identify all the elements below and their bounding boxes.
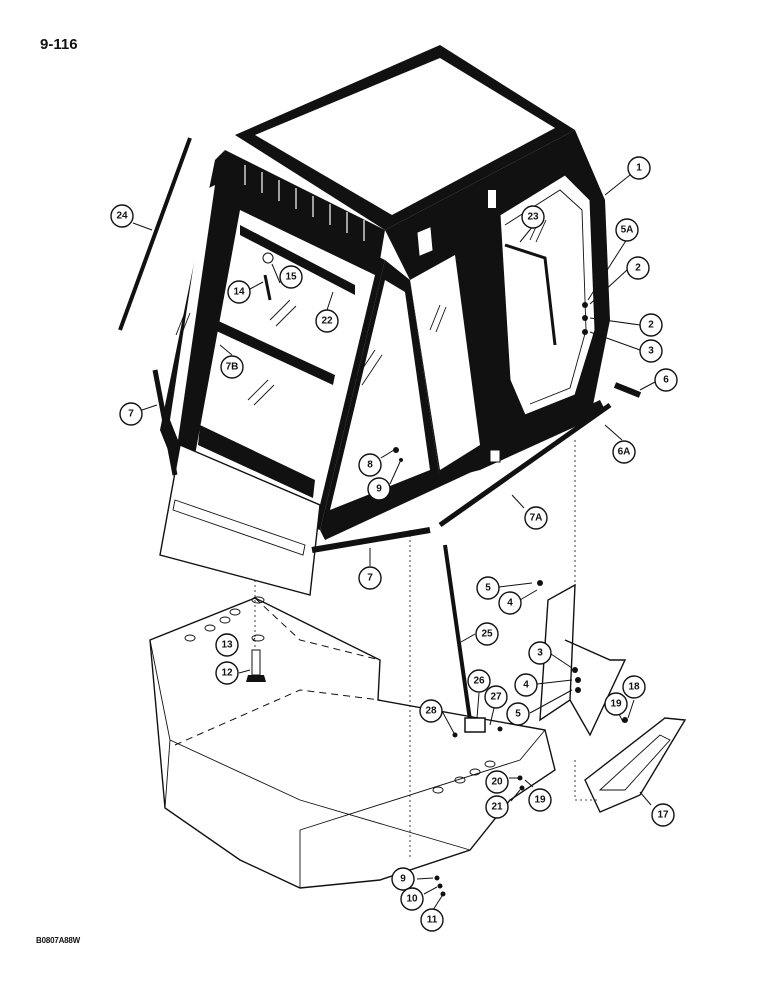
callout-label: 12 bbox=[221, 668, 233, 679]
callout-label: 25 bbox=[481, 629, 493, 640]
callout-label: 4 bbox=[523, 680, 529, 691]
callout-label: 26 bbox=[473, 676, 485, 687]
callout-label: 3 bbox=[537, 648, 543, 659]
callout-2-upper: 2 bbox=[626, 256, 650, 280]
callout-label: 4 bbox=[507, 598, 513, 609]
callout-13: 13 bbox=[215, 633, 239, 657]
callout-label: 19 bbox=[610, 699, 622, 710]
callout-5-lower: 5 bbox=[506, 702, 530, 726]
callout-label: 5 bbox=[515, 709, 521, 720]
callout-22: 22 bbox=[315, 309, 339, 333]
callout-label: 7A bbox=[530, 513, 543, 524]
callout-6: 6 bbox=[654, 368, 678, 392]
callout-label: 6A bbox=[618, 447, 631, 458]
callout-17: 17 bbox=[651, 803, 675, 827]
callout-10: 10 bbox=[400, 887, 424, 911]
callout-4-upper: 4 bbox=[498, 591, 522, 615]
callout-group: 1 24 23 5A 2 2 3 6 6A 15 14 22 7B 7 8 9 … bbox=[110, 156, 678, 932]
floor-plate bbox=[149, 597, 556, 889]
callout-12: 12 bbox=[215, 661, 239, 685]
callout-label: 14 bbox=[233, 287, 245, 298]
loose-parts bbox=[118, 137, 642, 897]
callout-label: 6 bbox=[663, 375, 669, 386]
callout-18: 18 bbox=[622, 675, 646, 699]
callout-label: 17 bbox=[657, 810, 669, 821]
callout-26: 26 bbox=[467, 669, 491, 693]
callout-label: 19 bbox=[534, 795, 546, 806]
callout-label: 9 bbox=[376, 484, 382, 495]
callout-9-upper: 9 bbox=[367, 477, 391, 501]
callout-label: 7 bbox=[128, 409, 134, 420]
callout-7A: 7A bbox=[524, 506, 548, 530]
callout-label: 22 bbox=[321, 316, 333, 327]
callout-1: 1 bbox=[627, 156, 651, 180]
callout-label: 23 bbox=[527, 212, 539, 223]
callout-label: 5A bbox=[621, 225, 634, 236]
callout-24: 24 bbox=[110, 204, 134, 228]
callout-label: 20 bbox=[491, 777, 503, 788]
callout-label: 9 bbox=[400, 874, 406, 885]
callout-20: 20 bbox=[485, 770, 509, 794]
callout-label: 11 bbox=[427, 915, 438, 926]
callout-21: 21 bbox=[485, 795, 509, 819]
callout-label: 28 bbox=[425, 706, 437, 717]
callout-label: 21 bbox=[491, 802, 503, 813]
callout-label: 1 bbox=[636, 163, 642, 174]
callout-19-upper: 19 bbox=[604, 692, 628, 716]
callout-label: 5 bbox=[485, 583, 491, 594]
callout-6A: 6A bbox=[612, 440, 636, 464]
callout-3-upper: 3 bbox=[639, 339, 663, 363]
callout-label: 15 bbox=[285, 272, 297, 283]
callout-label: 10 bbox=[406, 894, 418, 905]
callout-label: 18 bbox=[628, 682, 640, 693]
callout-23: 23 bbox=[521, 205, 545, 229]
callout-4-lower: 4 bbox=[514, 673, 538, 697]
callout-label: 3 bbox=[648, 346, 654, 357]
callout-11: 11 bbox=[420, 908, 444, 932]
callout-15: 15 bbox=[279, 265, 303, 289]
callout-3-lower: 3 bbox=[528, 641, 552, 665]
callout-25: 25 bbox=[475, 622, 499, 646]
callout-label: 2 bbox=[648, 320, 654, 331]
callout-27: 27 bbox=[484, 685, 508, 709]
callout-14: 14 bbox=[227, 280, 251, 304]
page-number: 9-116 bbox=[40, 36, 78, 53]
callout-8: 8 bbox=[358, 453, 382, 477]
callout-5-upper: 5 bbox=[476, 576, 500, 600]
figure-code: B0807A88W bbox=[36, 936, 81, 945]
callout-9-lower: 9 bbox=[391, 867, 415, 891]
callout-label: 2 bbox=[635, 263, 641, 274]
callout-7-left: 7 bbox=[119, 402, 143, 426]
callout-label: 13 bbox=[221, 640, 233, 651]
callout-label: 7 bbox=[367, 573, 373, 584]
callout-label: 7B bbox=[226, 362, 239, 373]
leader-lines bbox=[132, 174, 656, 911]
alignment-lines bbox=[254, 440, 600, 860]
callout-28: 28 bbox=[419, 699, 443, 723]
callout-label: 8 bbox=[367, 460, 373, 471]
callout-label: 24 bbox=[116, 211, 128, 222]
callout-2-lower: 2 bbox=[639, 313, 663, 337]
callout-5A: 5A bbox=[615, 218, 639, 242]
callout-19-lower: 19 bbox=[528, 788, 552, 812]
callout-7B: 7B bbox=[220, 355, 244, 379]
callout-7-bottom: 7 bbox=[358, 566, 382, 590]
callout-label: 27 bbox=[490, 692, 502, 703]
